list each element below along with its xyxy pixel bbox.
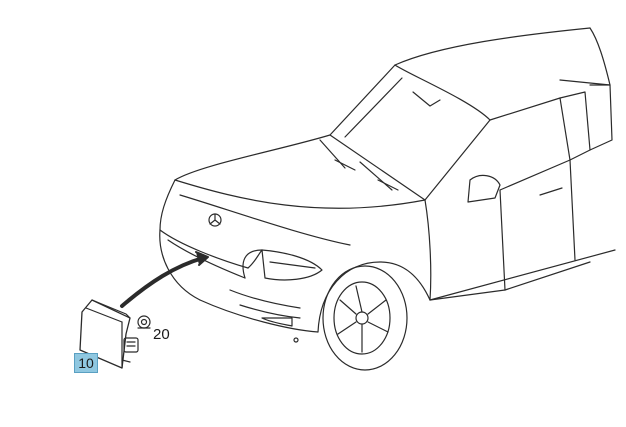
clip-nut-icon xyxy=(137,315,151,329)
sensor-module-icon xyxy=(79,299,139,369)
part-callout-10: 10 xyxy=(74,353,98,373)
part-callout-20: 20 xyxy=(153,326,170,343)
pointer-arrow-head-icon xyxy=(195,251,209,266)
pointer-arrow-icon xyxy=(120,256,205,308)
